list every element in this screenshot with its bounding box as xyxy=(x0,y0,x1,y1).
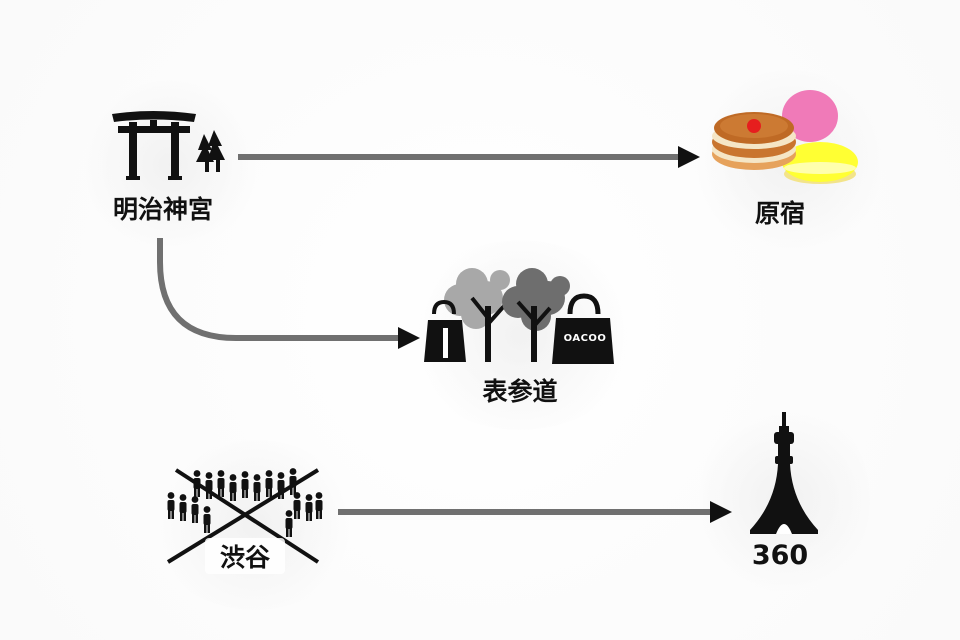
shibuya-halo xyxy=(150,440,360,610)
omotesando-label: 表参道 xyxy=(482,377,558,406)
meiji-icon-group xyxy=(108,104,228,184)
torii-gate-with-trees-icon xyxy=(112,111,225,180)
crowd-crossed-out-icon xyxy=(166,468,323,564)
trees-and-shopping-bags-icon xyxy=(424,268,614,364)
shopping-bag-brand-text: OACOO xyxy=(563,333,607,344)
arrow-meiji-to-harajuku xyxy=(238,146,700,168)
shibuya-label: 渋谷 xyxy=(205,538,285,574)
omotesando-icon-group: OACOO xyxy=(420,262,620,366)
arrow-meiji-to-omotesando xyxy=(157,238,420,349)
meiji-label: 明治神宮 xyxy=(112,195,213,224)
harajuku-icon-group xyxy=(708,86,860,186)
tower-icon xyxy=(750,412,818,534)
tower-label: 360 xyxy=(751,540,809,571)
meiji-halo xyxy=(80,80,260,250)
shibuya-icon-group xyxy=(162,466,332,566)
harajuku-label: 原宿 xyxy=(754,199,805,228)
pancakes-and-macarons-icon xyxy=(712,90,858,184)
tower-icon-group xyxy=(746,412,822,536)
arrow-shibuya-to-tower xyxy=(338,501,732,523)
